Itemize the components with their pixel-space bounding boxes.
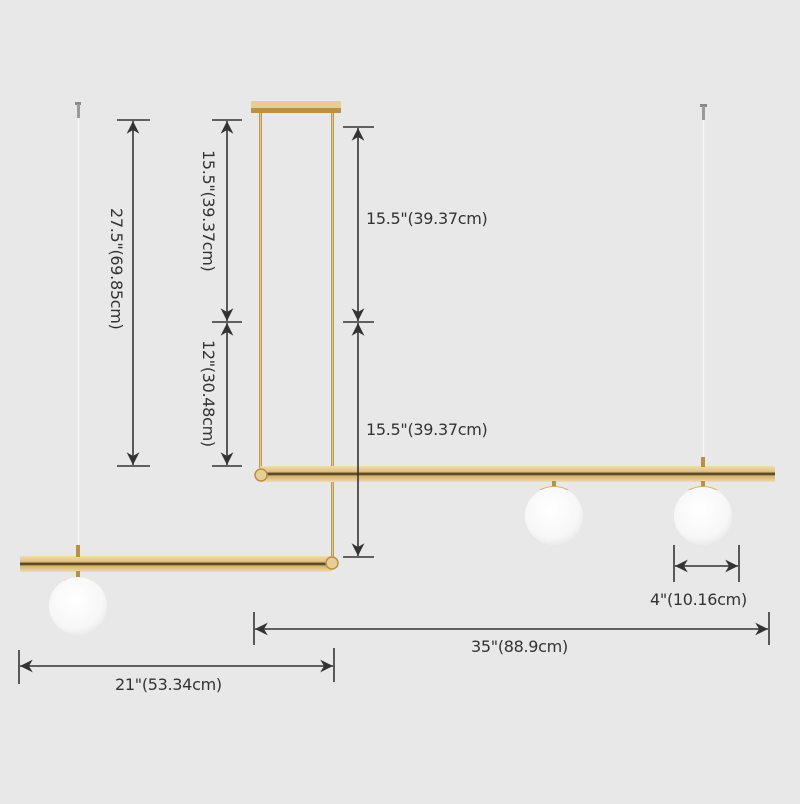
upper-bar — [254, 466, 775, 482]
right-ceiling-mount — [700, 104, 707, 458]
lower-rod-right-label: 15.5"(39.37cm) — [366, 420, 488, 439]
upper-rod-right-label: 15.5"(39.37cm) — [366, 209, 488, 228]
ceiling-canopy — [251, 101, 341, 113]
dimension-lines — [18, 119, 770, 684]
lower-bar-span-label: 21"(53.34cm) — [115, 675, 222, 694]
upper-bar-span-label: 35"(88.9cm) — [471, 637, 568, 656]
right-globe — [674, 457, 732, 545]
right-suspension-rod — [331, 113, 334, 561]
left-suspension-rod — [259, 113, 262, 468]
upper-rod-left-label: 15.5"(39.37cm) — [199, 150, 218, 272]
left-globe — [49, 545, 107, 635]
globe-diameter-label: 4"(10.16cm) — [650, 590, 747, 609]
lower-rod-left-label: 12"(30.48cm) — [199, 340, 218, 447]
lower-bar — [20, 556, 339, 572]
left-ceiling-mount — [75, 102, 81, 548]
total-drop-label: 27.5"(69.85cm) — [107, 208, 126, 330]
middle-globe — [525, 481, 583, 545]
